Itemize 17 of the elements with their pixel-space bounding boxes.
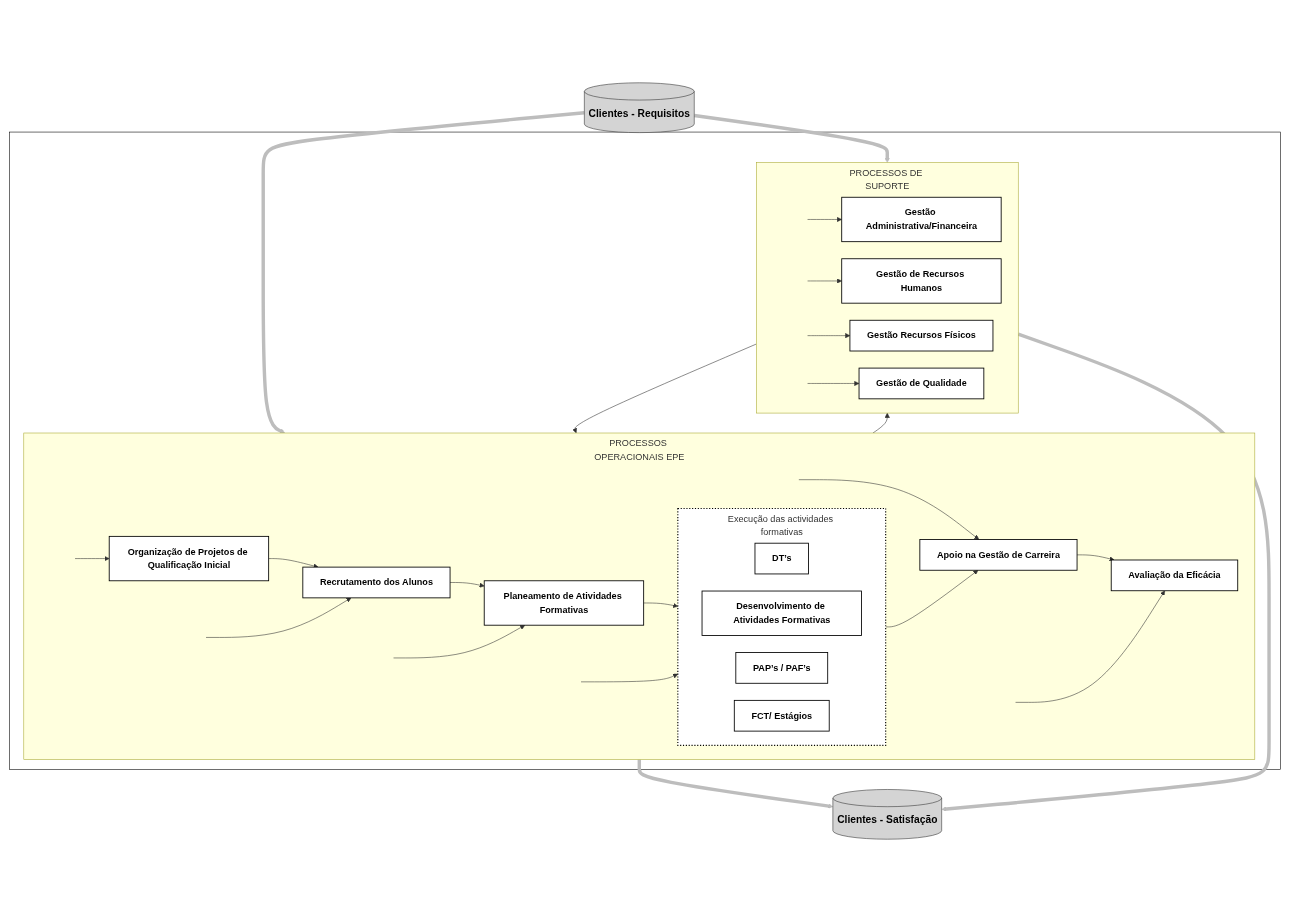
arrow: [694, 113, 890, 163]
node-box: Gestão de Qualidade: [858, 367, 985, 400]
node-box: Gestão de Recursos Humanos: [841, 258, 1002, 304]
arrow: [941, 332, 1271, 812]
node-box: Gestão Recursos Físicos: [849, 319, 994, 352]
arrow: [261, 111, 585, 434]
node-box: Gestão Administrativa/Financeira: [841, 196, 1002, 243]
node-box: Desenvolvimento de Atividades Formativas: [701, 590, 862, 636]
node-box: Recrutamento dos Alunos: [302, 566, 451, 599]
node-box: Apoio na Gestão de Carreira: [919, 539, 1078, 571]
node-box: Organização de Projetos de Qualificação Inicial: [108, 535, 270, 582]
node-box: Avaliação da Eficácia: [1110, 559, 1239, 592]
cluster: [9, 131, 1281, 770]
node-box: DT’s: [754, 542, 809, 575]
node-box: PAP’s / PAF’s: [735, 652, 829, 684]
node-box: Planeamento de Atividades Formativas: [483, 580, 645, 626]
node-box: FCT/ Estágios: [733, 699, 830, 732]
